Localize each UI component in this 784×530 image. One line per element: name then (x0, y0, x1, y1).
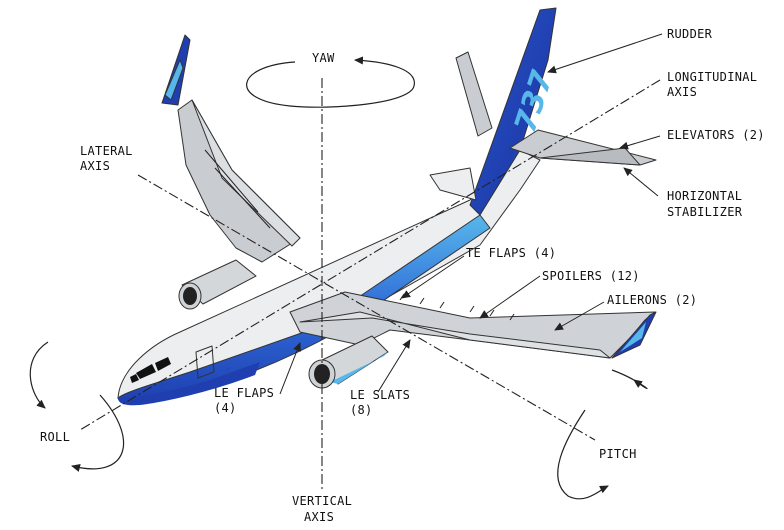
label-longitudinal-axis-line2: AXIS (667, 85, 697, 99)
left-wing (161, 34, 301, 263)
pitch-rotation-arrow (557, 369, 648, 500)
label-ailerons: AILERONS (2) (607, 293, 697, 307)
label-lateral-axis-line1: LATERAL (80, 144, 133, 158)
right-engine (308, 335, 389, 389)
cockpit-windows (130, 357, 171, 383)
label-vertical-axis-line1: VERTICAL (292, 494, 352, 508)
horizontal-stabilizer-right (509, 129, 657, 166)
label-vertical-axis-line2: AXIS (304, 510, 334, 524)
label-elevators: ELEVATORS (2) (667, 128, 765, 142)
label-te-flaps: TE FLAPS (4) (466, 246, 556, 260)
label-le-slats-line1: LE SLATS (350, 388, 410, 402)
labels: RUDDER LONGITUDINAL AXIS ELEVATORS (2) H… (40, 27, 765, 524)
leader-lines (279, 33, 663, 395)
label-roll: ROLL (40, 430, 70, 444)
roll-rotation-arrow (29, 341, 125, 472)
yaw-rotation-arrow (246, 56, 415, 108)
axis-lines (79, 78, 661, 490)
label-spoilers: SPOILERS (12) (542, 269, 640, 283)
label-longitudinal-axis-line1: LONGITUDINAL (667, 70, 757, 84)
label-lateral-axis-line2: AXIS (80, 159, 110, 173)
left-engine (178, 259, 257, 310)
horizontal-stabilizer-left (455, 51, 493, 137)
right-wing (289, 291, 657, 359)
livery-wordmark: ~ (224, 364, 233, 374)
longitudinal-axis-line (79, 79, 661, 431)
label-le-flaps-line1: LE FLAPS (214, 386, 274, 400)
label-le-flaps-line2: (4) (214, 401, 237, 415)
vertical-fin: 737 (429, 7, 561, 216)
label-horizontal-stabilizer-line2: STABILIZER (667, 205, 743, 219)
label-yaw: YAW (312, 51, 335, 65)
lateral-axis-line (137, 174, 596, 441)
label-rudder: RUDDER (667, 27, 713, 41)
label-le-slats-line2: (8) (350, 403, 373, 417)
label-horizontal-stabilizer-line1: HORIZONTAL (667, 189, 742, 203)
left-wing-flap-lines (204, 149, 271, 229)
label-pitch: PITCH (599, 447, 637, 461)
